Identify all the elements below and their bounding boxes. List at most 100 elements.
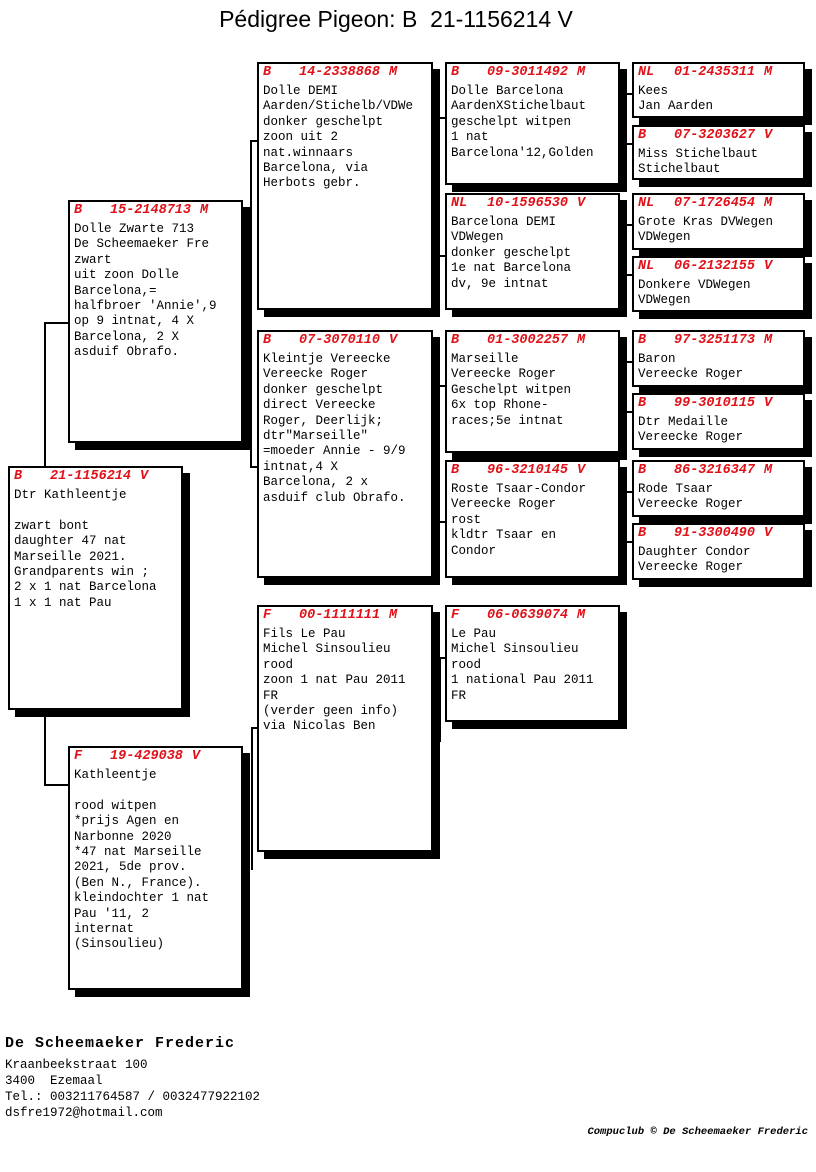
pedigree-box-dam-sire: F 00-1111111 M Fils Le Pau Michel Sinsouli… [257,605,433,852]
connector-line [250,466,259,468]
pigeon-details: Miss Stichelbaut Stichelbaut [638,147,759,177]
ring-country: F [451,608,460,623]
pigeon-details: Kathleentje rood witpen *prijs Agen en N… [74,768,210,952]
pigeon-details: Dtr Medaille Vereecke Roger [638,415,744,445]
ring-number: 10-1596530 [487,196,569,211]
ring-country: B [638,128,647,143]
connector-line [625,93,627,145]
ring-sex: V [577,463,586,478]
ring-sex: V [764,396,773,411]
pigeon-details: Le Pau Michel Sinsoulieu rood 1 national… [451,627,594,703]
ring-sex: M [577,65,586,80]
ring-number: 14-2338868 [299,65,381,80]
connector-line [438,385,440,523]
ring-sex: M [764,196,773,211]
connector-line [44,784,70,786]
pigeon-details: Rode Tsaar Vereecke Roger [638,482,744,512]
connector-line [251,727,259,729]
connector-line [250,140,252,468]
ring-header: F 00-1111111 M [263,608,427,623]
connector-line [625,224,634,226]
ring-country: NL [638,65,655,80]
ring-sex: V [140,469,149,484]
pigeon-details: Daughter Condor Vereecke Roger [638,545,751,575]
pigeon-details: Donkere VDWegen VDWegen [638,278,751,308]
pigeon-details: Dolle DEMI Aarden/Stichelb/VDWe donker g… [263,84,414,191]
ring-country: NL [638,259,655,274]
pigeon-details: Roste Tsaar-Condor Vereecke Roger rost k… [451,482,587,558]
ring-number: 00-1111111 [299,608,381,623]
software-credit: Compuclub © De Scheemaeker Frederic [587,1126,808,1138]
ring-header: B 01-3002257 M [451,333,614,348]
ring-country: B [451,463,460,478]
ring-number: 91-3300490 [674,526,756,541]
pigeon-details: Baron Vereecke Roger [638,352,744,382]
ring-number: 01-3002257 [487,333,569,348]
ring-number: 09-3011492 [487,65,569,80]
ring-country: B [638,333,647,348]
pigeon-details: Kleintje Vereecke Vereecke Roger donker … [263,352,406,505]
ring-sex: M [764,333,773,348]
connector-line [625,93,634,95]
connector-line [625,361,634,363]
ring-country: B [451,65,460,80]
pigeon-details: Dolle Zwarte 713 De Scheemaeker Fre zwar… [74,222,217,360]
ring-country: B [638,526,647,541]
ring-sex: V [191,749,201,764]
ring-sex: M [764,463,773,478]
ring-country: NL [638,196,655,211]
pigeon-details: Kees Jan Aarden [638,84,714,114]
connector-line [625,143,634,145]
pigeon-details: Grote Kras DVWegen VDWegen [638,215,774,245]
connector-line [438,117,440,257]
ring-sex: M [389,65,398,80]
ring-number: 99-3010115 [674,396,756,411]
ring-sex: V [389,333,398,348]
ring-sex: M [389,608,398,623]
pigeon-details: Dolle Barcelona AardenXStichelbaut gesch… [451,84,594,160]
ring-number: 15-2148713 [110,203,192,218]
connector-line [439,657,441,742]
ring-country: B [263,333,272,348]
connector-line [438,117,447,119]
pigeon-details: Fils Le Pau Michel Sinsoulieu rood zoon … [263,627,406,734]
ring-sex: V [577,196,586,211]
ring-country: B [14,469,23,484]
connector-line [625,491,634,493]
owner-address: Kraanbeekstraat 100 3400 Ezemaal Tel.: 0… [5,1058,261,1120]
ring-country: B [638,396,647,411]
connector-line [250,140,259,142]
pigeon-details: Barcelona DEMI VDWegen donker geschelpt … [451,215,572,291]
ring-number: 07-3203627 [674,128,756,143]
ring-country: B [638,463,647,478]
ring-number: 21-1156214 [50,469,132,484]
connector-line [625,491,627,543]
ring-country: F [263,608,272,623]
connector-line [625,411,634,413]
ring-number: 06-0639074 [487,608,569,623]
ring-sex: M [200,203,209,218]
ring-country: B [263,65,272,80]
ring-country: B [451,333,460,348]
ring-sex: M [577,333,586,348]
